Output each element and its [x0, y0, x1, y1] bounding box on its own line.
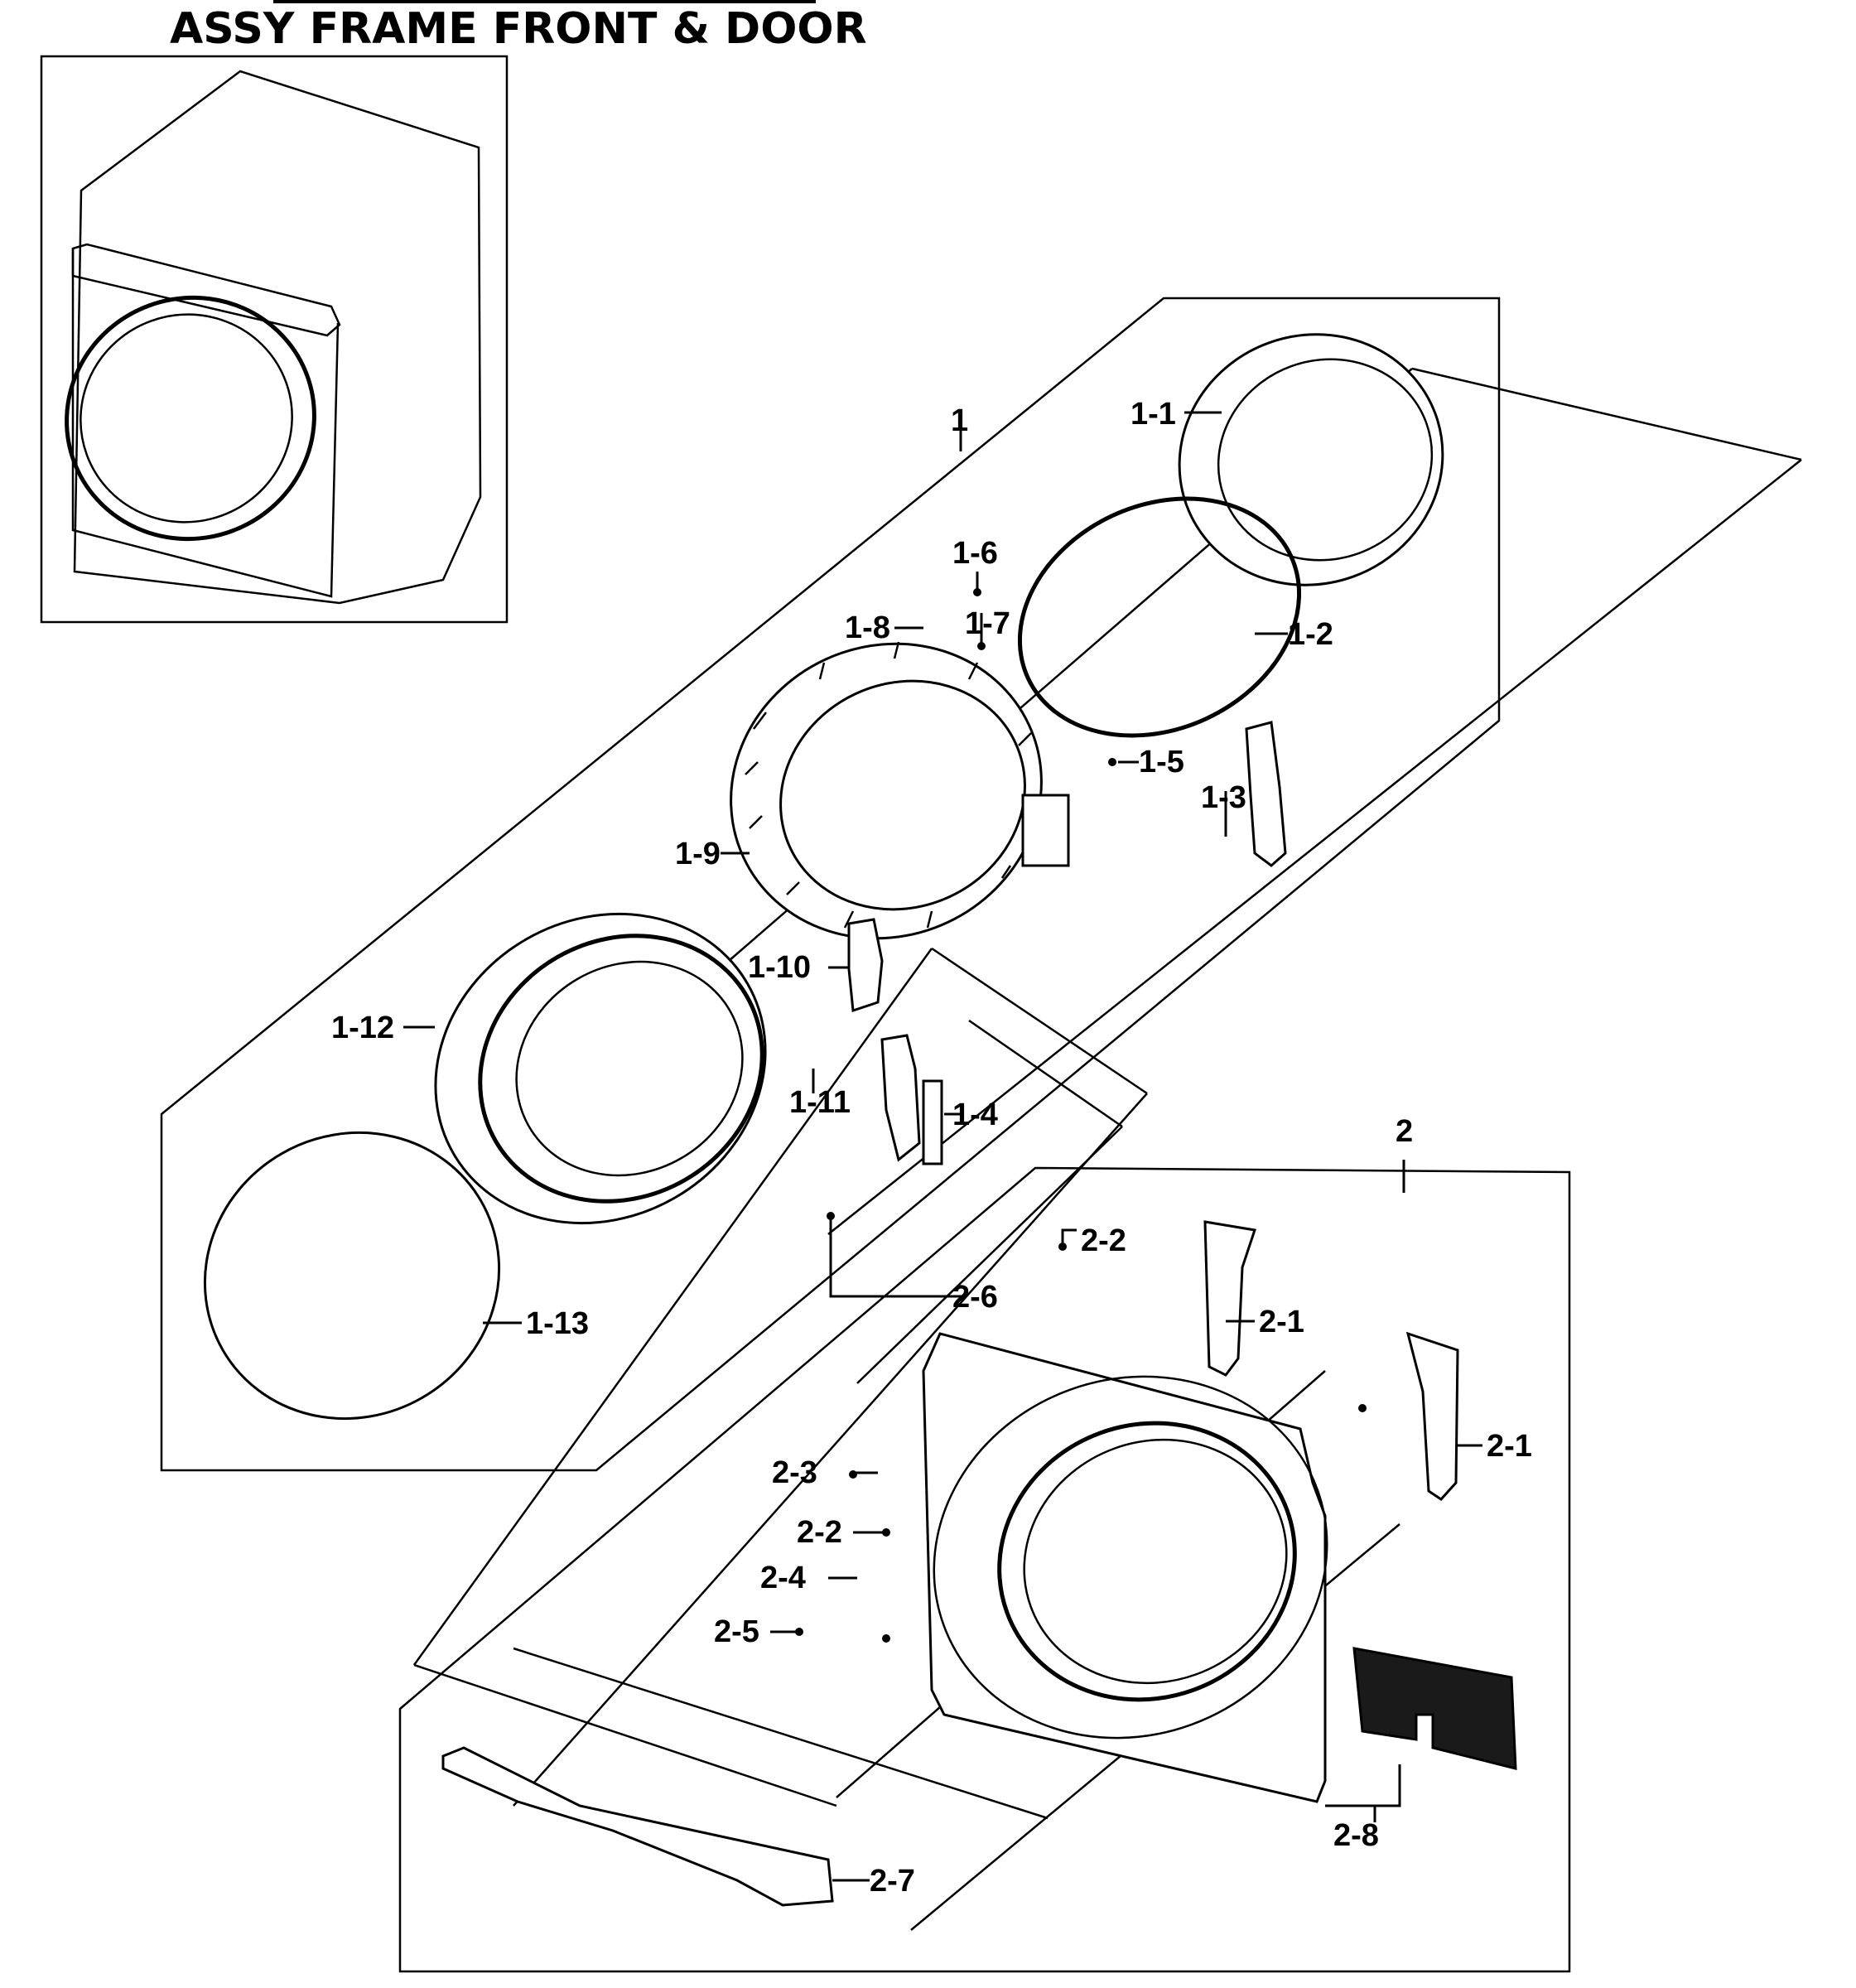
callout-1-11: 1-11 — [789, 1085, 851, 1120]
door-outer-ring-part — [434, 912, 767, 1225]
door-glass-front-part — [203, 1131, 501, 1421]
frame-front-panel-part — [922, 1332, 1328, 1803]
callout-2-1-upper: 2-1 — [1259, 1305, 1304, 1339]
hinge-parts — [847, 918, 943, 1165]
callout-2-8: 2-8 — [1333, 1818, 1379, 1853]
kick-plate-part — [441, 1746, 834, 1907]
callout-2-5: 2-5 — [714, 1614, 759, 1649]
callout-1-5: 1-5 — [1139, 745, 1184, 779]
callout-1-7: 1-7 — [965, 606, 1010, 641]
callout-2-6: 2-6 — [952, 1280, 998, 1315]
fastener-dots — [795, 588, 1367, 1643]
callout-1-4: 1-4 — [952, 1098, 998, 1132]
filter-screen-part — [1352, 1647, 1517, 1770]
callout-2-2-lower: 2-2 — [797, 1515, 842, 1550]
bracket-2-1-upper-part — [1203, 1220, 1256, 1377]
frame-front-outline — [398, 1166, 1571, 1973]
callout-1-1: 1-1 — [1130, 397, 1176, 432]
callout-1-12: 1-12 — [331, 1011, 394, 1045]
door-gasket-part — [1017, 496, 1302, 738]
callout-1-3: 1-3 — [1201, 780, 1246, 815]
callout-1-2: 1-2 — [1288, 617, 1333, 652]
bracket-2-1-lower-part — [1405, 1331, 1459, 1501]
callout-2: 2 — [1396, 1114, 1413, 1149]
callout-1-10: 1-10 — [748, 950, 811, 985]
callout-1-13: 1-13 — [526, 1306, 589, 1341]
callout-1: 1 — [951, 403, 968, 438]
leader-lines — [403, 411, 1482, 1882]
callout-1-6: 1-6 — [952, 536, 998, 571]
assembled-view-inset — [40, 55, 509, 624]
callout-2-1-lower: 2-1 — [1487, 1429, 1532, 1464]
callout-2-4: 2-4 — [760, 1561, 806, 1595]
callout-1-8: 1-8 — [845, 610, 890, 645]
door-inner-frame-part — [730, 641, 1070, 940]
door-assembly-outline — [160, 297, 1501, 1472]
callout-2-3: 2-3 — [772, 1455, 817, 1490]
hinge-plate-part — [1245, 721, 1287, 867]
diagram-title: ASSY FRAME FRONT & DOOR — [170, 4, 867, 54]
callout-2-2-upper: 2-2 — [1081, 1223, 1126, 1258]
door-glass-outer-part — [1178, 333, 1444, 586]
callout-1-9: 1-9 — [675, 837, 721, 871]
callout-2-7: 2-7 — [870, 1864, 915, 1899]
